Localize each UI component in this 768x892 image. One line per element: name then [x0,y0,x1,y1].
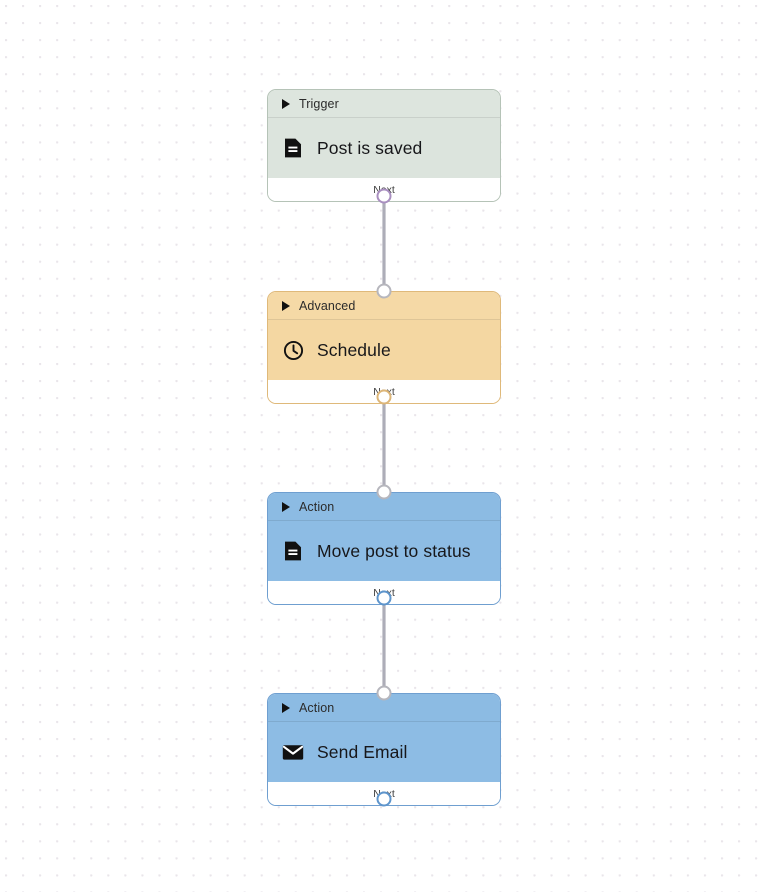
node-action-send-email[interactable]: Action Send Email Next [267,693,501,806]
disclosure-triangle-icon[interactable] [282,98,290,109]
node-body-action-send-email[interactable]: Send Email [268,722,500,782]
disclosure-triangle-icon[interactable] [282,702,290,713]
document-icon [282,137,304,159]
node-advanced-schedule[interactable]: Advanced Schedule Next [267,291,501,404]
output-port-trigger-post-is-saved[interactable] [376,188,392,204]
clock-icon [282,339,304,361]
node-title: Send Email [317,741,408,762]
node-title: Schedule [317,339,391,360]
node-body-action-move-post[interactable]: Move post to status [268,521,500,581]
node-body-advanced[interactable]: Schedule [268,320,500,380]
output-port-advanced-schedule[interactable] [376,389,392,405]
node-title: Move post to status [317,540,471,561]
node-body-trigger[interactable]: Post is saved [268,118,500,178]
node-category-label: Trigger [299,96,339,111]
node-trigger-post-is-saved[interactable]: Trigger Post is saved Next [267,89,501,202]
input-port-action-move-post-to-status[interactable] [376,484,392,500]
disclosure-triangle-icon[interactable] [282,300,290,311]
node-header-advanced[interactable]: Advanced [268,292,500,320]
input-port-action-send-email[interactable] [376,685,392,701]
input-port-advanced-schedule[interactable] [376,283,392,299]
envelope-icon [282,741,304,763]
document-icon [282,540,304,562]
node-category-label: Action [299,700,335,715]
node-action-move-post-to-status[interactable]: Action Move post to status Next [267,492,501,605]
disclosure-triangle-icon[interactable] [282,501,290,512]
output-port-action-send-email[interactable] [376,791,392,807]
output-port-action-move-post-to-status[interactable] [376,590,392,606]
node-header-trigger[interactable]: Trigger [268,90,500,118]
node-title: Post is saved [317,137,423,158]
node-category-label: Action [299,499,335,514]
node-category-label: Advanced [299,298,356,313]
